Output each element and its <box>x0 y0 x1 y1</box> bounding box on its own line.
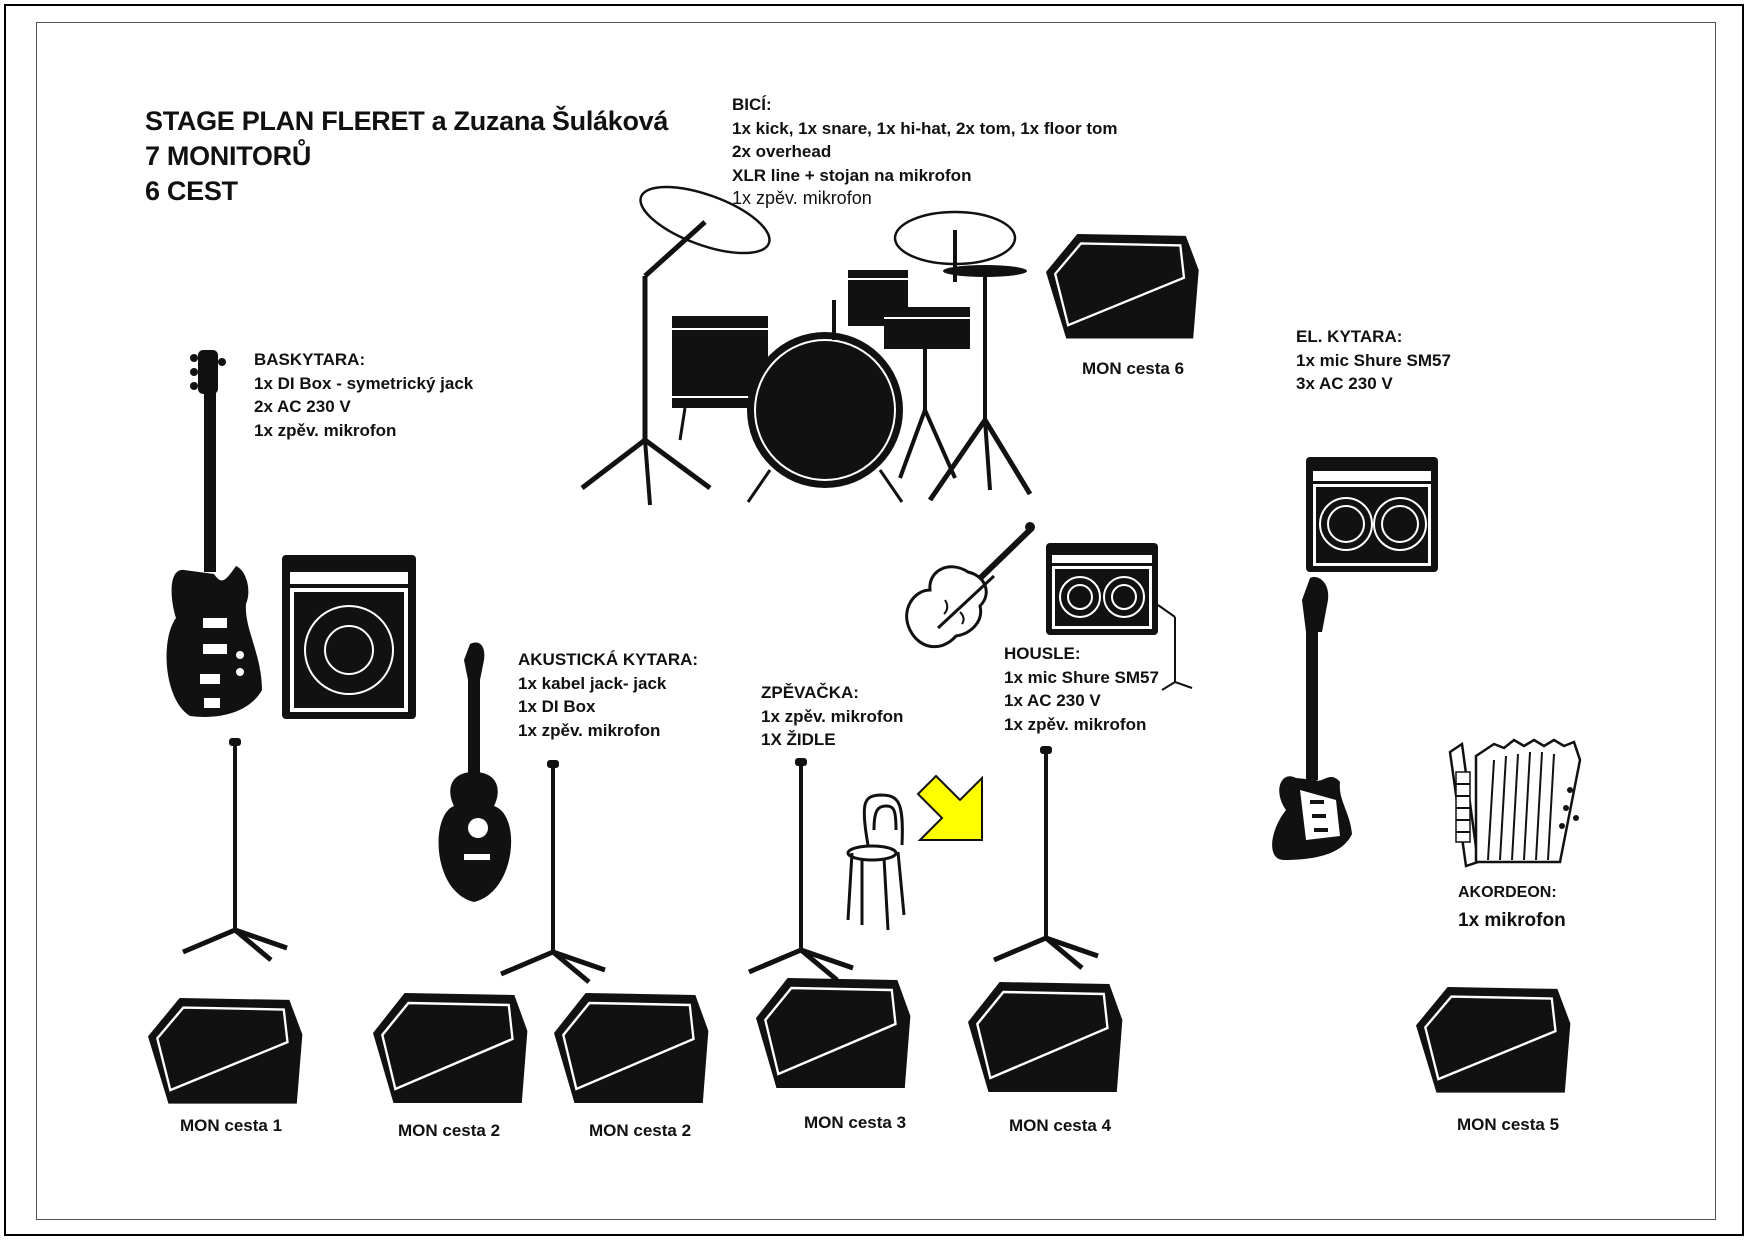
drums-line-1: 1x kick, 1x snare, 1x hi-hat, 2x tom, 1x… <box>732 118 1118 138</box>
drums-spec: BICÍ: 1x kick, 1x snare, 1x hi-hat, 2x t… <box>732 93 1117 211</box>
wedge-monitor-icon-3 <box>754 976 912 1090</box>
singer-line-2: 1X ŽIDLE <box>761 730 836 749</box>
violin-icon <box>905 522 1035 649</box>
monitor-label-3: MON cesta 3 <box>804 1113 907 1132</box>
singer-line-1: 1x zpěv. mikrofon <box>761 706 904 726</box>
mic-stand-icon-violin <box>994 746 1098 968</box>
wedge-monitor-icon-6 <box>1044 232 1200 340</box>
monitor-label-1: MON cesta 1 <box>180 1116 283 1135</box>
violin-line-2: 1x AC 230 V <box>1004 691 1101 710</box>
drum-kit-icon <box>580 185 1033 506</box>
violin-line-1: 1x mic Shure SM57 <box>1004 667 1159 687</box>
drums-line-2: 2x overhead <box>732 142 832 161</box>
title-line-2: 7 MONITORŮ <box>145 141 312 171</box>
bass-guitar-icon <box>166 350 262 717</box>
wedge-monitor-icon-4 <box>966 980 1124 1094</box>
monitor-label-2b: MON cesta 2 <box>589 1121 692 1140</box>
drums-line-4: 1x zpěv. mikrofon <box>732 188 872 208</box>
acoustic-guitar-spec: AKUSTICKÁ KYTARA: 1x kabel jack- jack 1x… <box>518 648 698 742</box>
drums-line-3: XLR line + stojan na mikrofon <box>732 165 972 185</box>
monitor-label-2a: MON cesta 2 <box>398 1121 501 1140</box>
electric-guitar-heading: EL. KYTARA: <box>1296 327 1403 346</box>
electric-guitar-icon <box>1272 576 1352 860</box>
mic-stand-icon-singer <box>749 758 853 980</box>
amp-icon-bass <box>282 555 416 719</box>
accordion-icon <box>1448 738 1582 868</box>
violin-line-3: 1x zpěv. mikrofon <box>1004 714 1147 734</box>
drums-heading: BICÍ: <box>732 95 772 114</box>
mic-stand-icon-bass <box>183 738 287 960</box>
bass-heading: BASKYTARA: <box>254 350 366 369</box>
amp-icon-violin <box>1046 543 1193 691</box>
title-line-1: STAGE PLAN FLERET a Zuzana Šuláková <box>145 106 669 136</box>
monitor-label-5: MON cesta 5 <box>1457 1115 1560 1134</box>
wedge-monitor-icon-5 <box>1414 985 1572 1094</box>
electric-guitar-line-1: 1x mic Shure SM57 <box>1296 350 1451 370</box>
bass-line-2: 2x AC 230 V <box>254 397 351 416</box>
accordion-heading: AKORDEON: <box>1458 884 1557 901</box>
acoustic-guitar-line-2: 1x DI Box <box>518 697 596 716</box>
mic-stand-icon-acoustic <box>501 760 605 982</box>
bass-line-3: 1x zpěv. mikrofon <box>254 420 397 440</box>
acoustic-guitar-line-3: 1x zpěv. mikrofon <box>518 720 661 740</box>
wedge-monitor-icon-2b <box>552 991 710 1105</box>
inner-frame <box>36 22 1716 1220</box>
electric-guitar-line-2: 3x AC 230 V <box>1296 374 1393 393</box>
bass-line-1: 1x DI Box - symetrický jack <box>254 373 474 393</box>
wedge-monitor-icon-2a <box>371 991 529 1105</box>
acoustic-guitar-line-1: 1x kabel jack- jack <box>518 673 667 693</box>
accordion-spec: AKORDEON: 1x mikrofon <box>1458 881 1566 932</box>
acoustic-guitar-icon <box>438 642 512 902</box>
singer-spec: ZPĚVAČKA: 1x zpěv. mikrofon 1X ŽIDLE <box>761 681 903 752</box>
outer-frame <box>4 4 1744 1236</box>
monitor-label-4: MON cesta 4 <box>1009 1116 1112 1135</box>
accordion-line-1: 1x mikrofon <box>1458 909 1566 931</box>
bass-spec: BASKYTARA: 1x DI Box - symetrický jack 2… <box>254 348 473 442</box>
stage-plan-title: STAGE PLAN FLERET a Zuzana Šuláková 7 MO… <box>145 104 668 209</box>
title-line-3: 6 CEST <box>145 176 238 206</box>
singer-heading: ZPĚVAČKA: <box>761 683 859 702</box>
chair-icon <box>846 793 906 931</box>
acoustic-guitar-heading: AKUSTICKÁ KYTARA: <box>518 650 699 669</box>
monitor-label-6: MON cesta 6 <box>1082 359 1185 378</box>
wedge-monitor-icon-1 <box>146 996 304 1105</box>
violin-heading: HOUSLE: <box>1004 644 1081 663</box>
arrow-icon <box>916 774 983 841</box>
amp-icon-electric <box>1306 457 1438 572</box>
violin-spec: HOUSLE: 1x mic Shure SM57 1x AC 230 V 1x… <box>1004 642 1159 736</box>
electric-guitar-spec: EL. KYTARA: 1x mic Shure SM57 3x AC 230 … <box>1296 325 1451 396</box>
